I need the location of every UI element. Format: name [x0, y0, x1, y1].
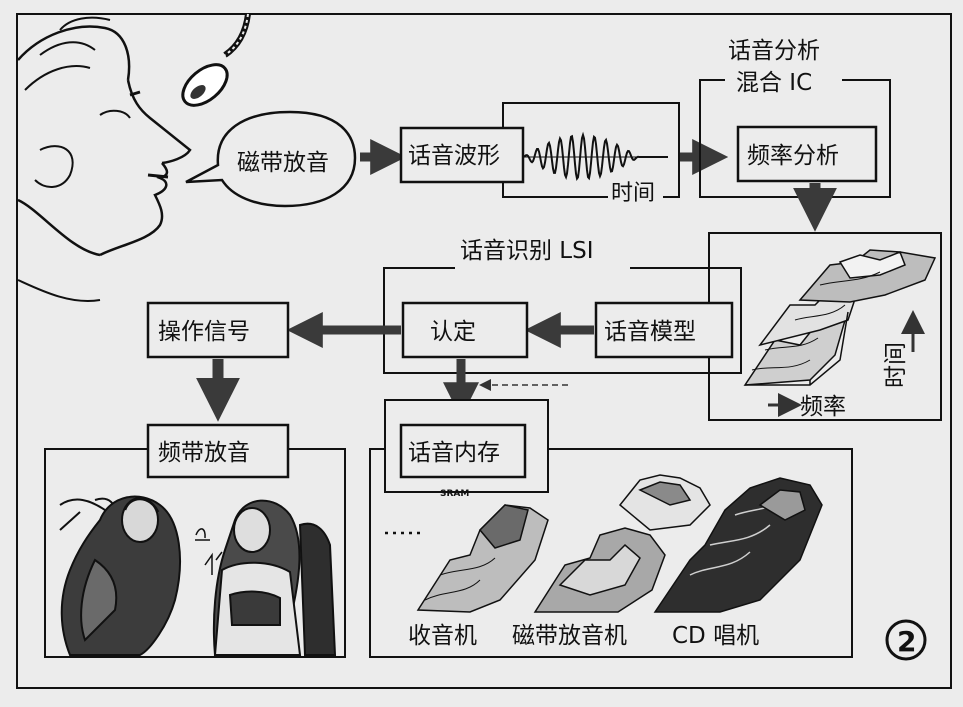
- recognition-lsi-frame: [383, 267, 742, 374]
- speech-bubble: 磁带放音: [185, 110, 357, 208]
- frequency-analysis-box: [736, 125, 878, 183]
- frequency-analysis-label: 频率分析: [747, 143, 839, 169]
- devices-panel: [369, 448, 853, 658]
- speech-waveform-label: 话音波形: [408, 143, 500, 169]
- device-radio-label: 收音机: [408, 623, 477, 649]
- waveform-time-label: 时间: [611, 181, 655, 206]
- spectrogram-freq-label: 频率: [800, 394, 846, 420]
- band-playback-label: 频带放音: [158, 440, 250, 466]
- sram-label: SRAM: [440, 489, 469, 499]
- device-tape-player-label: 磁带放音机: [512, 623, 627, 649]
- figure-number: 2: [897, 625, 916, 658]
- device-cd-player-label: CD 唱机: [672, 623, 759, 649]
- recognize-box: [401, 301, 529, 359]
- spectrogram-time-label: 时间: [883, 342, 909, 388]
- speech-memory-label: 话音内存: [408, 440, 500, 466]
- analysis-ic-title-1: 话音分析: [728, 38, 820, 64]
- people-scene: [59, 495, 337, 656]
- band-playback-box: [146, 423, 290, 479]
- speech-bubble-label: 磁带放音: [237, 150, 329, 176]
- speech-model-box: [594, 301, 734, 359]
- microphone-icon: [181, 13, 251, 107]
- spectrogram-3d: [743, 249, 937, 386]
- outer-frame: [16, 13, 952, 689]
- speech-waveform-box: [399, 126, 525, 184]
- face-profile-illustration: [17, 16, 192, 302]
- speech-model-label: 话音模型: [604, 319, 696, 345]
- speech-memory-box: [399, 423, 527, 479]
- waveform-signal: [520, 131, 668, 182]
- operation-signal-label: 操作信号: [158, 319, 250, 345]
- recognize-label: 认定: [430, 319, 476, 345]
- analysis-ic-title-2: 混合 IC: [736, 70, 812, 96]
- figure-number-circle: [885, 619, 927, 661]
- operation-signal-box: [146, 301, 290, 359]
- recognition-lsi-title: 话音识别 LSI: [460, 238, 594, 264]
- device-spectrograms: [416, 474, 823, 613]
